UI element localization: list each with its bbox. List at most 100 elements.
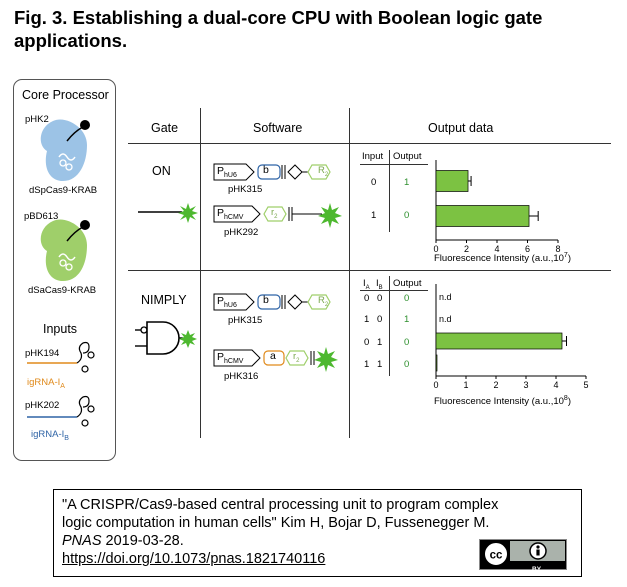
nimply-chart-bar-3 [435, 354, 438, 372]
nimply-chart-bar-2 [435, 332, 563, 350]
nimply-c1-promoter: PhU6 [217, 295, 237, 310]
nimply-table-col-rule [389, 276, 390, 376]
nimply-table-rule [360, 290, 428, 291]
on-row-0-output: 1 [404, 177, 410, 188]
citation-date: 2019-03-28. [101, 533, 184, 549]
construct-phk315-on [213, 163, 331, 181]
figure-title: Fig. 3. Establishing a dual-core CPU wit… [14, 7, 543, 51]
on-c2-plasmid: pHK292 [224, 227, 259, 238]
nimply-output-chart: 0 1 2 3 4 5 n.d n.d [433, 284, 589, 390]
nimply-header-output: Output [393, 278, 422, 289]
on-axis-label: Fluorescence Intensity (a.u.,107) [434, 252, 571, 265]
on-gate-symbol [138, 203, 198, 223]
software-column-divider [349, 108, 350, 438]
igrna-ib-label: igRNA-IB [31, 429, 69, 442]
on-chart-tick-label-0: 0 [433, 244, 438, 254]
section-divider [128, 270, 611, 271]
on-row-0-input: 0 [371, 177, 377, 188]
dsacas9-protein-icon [40, 219, 90, 281]
gate-header: Gate [151, 121, 179, 135]
nimply-row-3-ia: 1 [364, 359, 370, 370]
plasmid-phk194-label: pHK194 [25, 348, 60, 359]
on-c1-promoter: PhU6 [217, 165, 237, 180]
dspcas9-protein-icon [40, 119, 90, 181]
nimply-c1-gene-b: b [263, 294, 269, 306]
on-chart-tick-label-3: 6 [525, 244, 530, 254]
on-gate-label: ON [152, 164, 171, 178]
nimply-header-ia: IA [363, 278, 370, 291]
nimply-row-0-ib: 0 [377, 293, 383, 304]
nimply-chart-tick-label-4: 4 [553, 380, 558, 390]
citation-line-3: PNAS 2019-03-28. [62, 532, 573, 550]
nimply-c2-plasmid: pHK316 [224, 371, 259, 382]
nimply-software-constructs [213, 293, 338, 372]
on-table-col-rule [389, 150, 390, 232]
nimply-chart-tick-label-2: 2 [493, 380, 498, 390]
cc-by-text: BY [532, 566, 542, 573]
nimply-c2-gene-r2: r2 [293, 351, 300, 364]
inputs-heading: Inputs [43, 322, 78, 336]
citation-journal: PNAS [62, 533, 102, 549]
plasmid-phk2-label: pHK2 [25, 114, 49, 125]
nimply-row-2-output: 0 [404, 337, 410, 348]
nimply-chart-tick-label-3: 3 [523, 380, 528, 390]
nimply-chart-tick-label-0: 0 [433, 380, 438, 390]
on-table-header-output: Output [393, 151, 422, 162]
on-chart-tick-label-1: 2 [464, 244, 469, 254]
on-c2-promoter: PhCMV [217, 207, 244, 222]
output-header: Output data [428, 121, 494, 135]
nimply-c2-promoter: PhCMV [217, 351, 244, 366]
nimply-row-3-ib: 1 [377, 359, 383, 370]
on-output-chart: 0 2 4 6 8 [433, 160, 561, 254]
software-header: Software [253, 121, 303, 135]
nimply-c2-gene-a: a [270, 350, 276, 362]
svg-text:cc: cc [490, 550, 503, 562]
dspcas9-label: dSpCas9-KRAB [29, 185, 98, 196]
dsacas9-label: dSaCas9-KRAB [28, 285, 97, 296]
nimply-row-0-output: 0 [404, 293, 410, 304]
nimply-row-3-output: 0 [404, 359, 410, 370]
on-table-rule [360, 164, 428, 165]
igrna-a-icon [27, 341, 95, 373]
on-row-1-input: 1 [371, 210, 377, 221]
nimply-row-1-ib: 0 [377, 314, 383, 325]
on-software-constructs [213, 163, 342, 228]
construct-phk292-on [213, 203, 342, 228]
construct-phk316-nimply [213, 347, 338, 372]
plasmid-phk202-label: pHK202 [25, 400, 60, 411]
nimply-row-1-output: 1 [404, 314, 410, 325]
construct-phk315-nimply [213, 293, 331, 311]
on-c1-gene-b: b [263, 164, 269, 176]
nimply-row-0-ia: 0 [364, 293, 370, 304]
cc-by-icon: cc [480, 540, 566, 569]
core-processor-graphics [27, 119, 95, 427]
nimply-chart-bar-label-0: n.d [439, 292, 452, 302]
nimply-chart-tick-label-5: 5 [583, 380, 588, 390]
core-processor-heading: Core Processor [22, 88, 109, 102]
on-chart-tick-label-2: 4 [494, 244, 499, 254]
on-chart-bar-1 [435, 205, 530, 227]
nimply-c1-plasmid: pHK315 [228, 315, 263, 326]
citation-doi-link[interactable]: https://doi.org/10.1073/pnas.1821740116 [62, 551, 326, 567]
nimply-gate-symbol [135, 321, 197, 355]
on-c1-plasmid: pHK315 [228, 184, 263, 195]
nimply-chart-tick-label-1: 1 [463, 380, 468, 390]
igrna-b-icon [27, 395, 95, 427]
nimply-row-2-ia: 0 [364, 337, 370, 348]
on-chart-bar-0 [435, 170, 469, 192]
on-c1-end: R2 [318, 165, 329, 178]
nimply-axis-label: Fluorescence Intensity (a.u.,108) [434, 395, 571, 408]
citation-box: "A CRISPR/Cas9-based central processing … [53, 489, 582, 577]
nimply-header-ib: IB [376, 278, 383, 291]
citation-line-2: logic computation in human cells" Kim H,… [62, 515, 490, 531]
igrna-ia-label: igRNA-IA [27, 377, 65, 390]
nimply-chart-bar-label-1: n.d [439, 314, 452, 324]
on-row-1-output: 0 [404, 210, 410, 221]
nimply-row-2-ib: 1 [377, 337, 383, 348]
on-chart-tick-label-4: 8 [555, 244, 560, 254]
on-table-header-input: Input [362, 151, 384, 162]
header-divider [128, 143, 611, 144]
citation-line-1: "A CRISPR/Cas9-based central processing … [62, 497, 499, 513]
cc-by-license-badge[interactable]: cc BY [479, 539, 567, 573]
core-processor-panel [13, 79, 116, 461]
